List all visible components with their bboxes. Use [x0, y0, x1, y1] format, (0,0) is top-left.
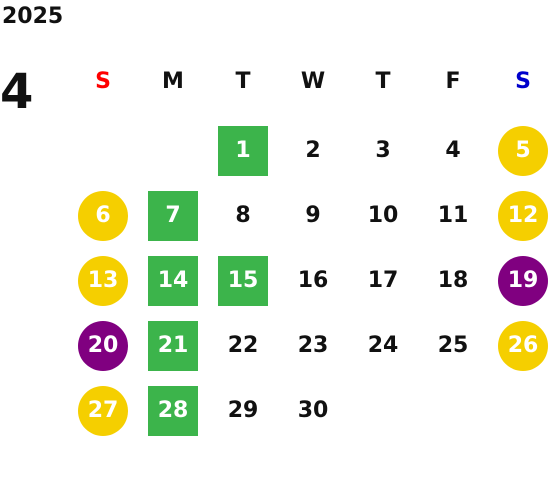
day-cell[interactable]: 27	[68, 378, 138, 443]
day-cell[interactable]: 30	[278, 378, 348, 443]
weekday-header-thursday: T	[375, 68, 391, 94]
weekday-header-saturday: S	[515, 68, 531, 94]
day-number-green-square: 14	[148, 255, 198, 306]
day-number-yellow-circle: 6	[78, 190, 128, 241]
day-cell[interactable]: 6	[68, 183, 138, 248]
day-number: 16	[297, 268, 329, 293]
day-number-yellow-circle: 12	[498, 190, 548, 241]
day-cell[interactable]: 7	[138, 183, 208, 248]
day-number-green-square: 28	[148, 385, 198, 436]
day-cell[interactable]: 22	[208, 313, 278, 378]
day-number: 10	[367, 203, 399, 228]
day-number: 24	[367, 333, 399, 358]
weekday-header-friday: F	[445, 68, 461, 94]
day-cell[interactable]: 11	[418, 183, 488, 248]
day-number: 9	[305, 203, 321, 228]
day-cell[interactable]: 17	[348, 248, 418, 313]
day-number: 22	[227, 333, 259, 358]
day-number-yellow-circle: 26	[498, 320, 548, 371]
day-cell[interactable]: 5	[488, 118, 548, 183]
weekday-header-wednesday: W	[300, 68, 326, 94]
weekday-header-monday: M	[162, 68, 184, 94]
day-cell[interactable]: 21	[138, 313, 208, 378]
weekday-header-tuesday: T	[235, 68, 251, 94]
day-number: 29	[227, 398, 259, 423]
day-number: 30	[297, 398, 329, 423]
day-cell[interactable]: 2	[278, 118, 348, 183]
day-number: 25	[437, 333, 469, 358]
day-cell[interactable]: 18	[418, 248, 488, 313]
day-cell[interactable]: 16	[278, 248, 348, 313]
day-cell[interactable]: 3	[348, 118, 418, 183]
day-number-green-square: 21	[148, 320, 198, 371]
day-number: 18	[437, 268, 469, 293]
day-number-purple-circle: 20	[78, 320, 128, 371]
day-cell[interactable]: 24	[348, 313, 418, 378]
day-cell[interactable]: 20	[68, 313, 138, 378]
day-number: 2	[305, 138, 321, 163]
day-number: 17	[367, 268, 399, 293]
day-number: 4	[445, 138, 461, 163]
day-cell[interactable]: 14	[138, 248, 208, 313]
day-cell[interactable]: 15	[208, 248, 278, 313]
day-number-purple-circle: 19	[498, 255, 548, 306]
day-cell[interactable]: 26	[488, 313, 548, 378]
day-number-yellow-circle: 5	[498, 125, 548, 176]
day-cell[interactable]: 10	[348, 183, 418, 248]
day-number: 3	[375, 138, 391, 163]
day-number-green-square: 7	[148, 190, 198, 241]
day-cell[interactable]: 23	[278, 313, 348, 378]
day-number: 11	[437, 203, 469, 228]
day-number-yellow-circle: 13	[78, 255, 128, 306]
month-number: 4	[0, 64, 34, 120]
day-number-green-square: 1	[218, 125, 268, 176]
day-cell[interactable]: 12	[488, 183, 548, 248]
day-number-yellow-circle: 27	[78, 385, 128, 436]
weekday-header-sunday: S	[95, 68, 111, 94]
day-cell[interactable]: 25	[418, 313, 488, 378]
day-cell[interactable]: 1	[208, 118, 278, 183]
day-cell[interactable]: 8	[208, 183, 278, 248]
day-cell[interactable]: 28	[138, 378, 208, 443]
day-cell[interactable]: 13	[68, 248, 138, 313]
day-number: 8	[235, 203, 251, 228]
day-cell[interactable]: 4	[418, 118, 488, 183]
day-cell[interactable]: 29	[208, 378, 278, 443]
day-cell[interactable]: 9	[278, 183, 348, 248]
day-number-green-square: 15	[218, 255, 268, 306]
day-number: 23	[297, 333, 329, 358]
year-label: 2025	[2, 4, 64, 29]
day-cell[interactable]: 19	[488, 248, 548, 313]
